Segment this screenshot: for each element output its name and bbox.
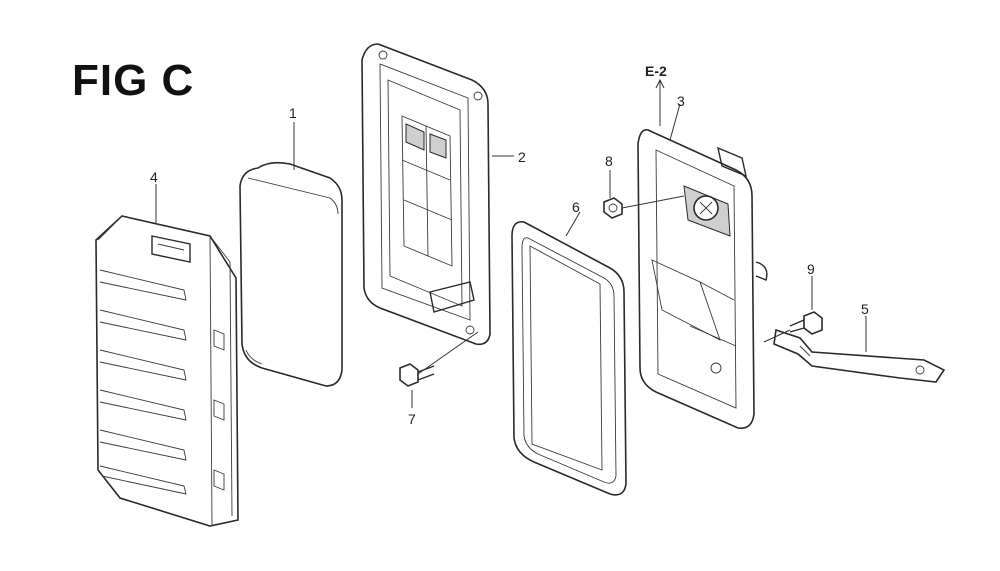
part-5-stay-bracket[interactable] <box>773 328 946 383</box>
callout-2: 2 <box>518 149 526 165</box>
callout-8: 8 <box>605 153 613 169</box>
leader-3 <box>669 103 681 141</box>
part-3-air-cleaner-base[interactable] <box>637 128 768 430</box>
reference-e2: E-2 <box>645 63 667 79</box>
callout-6: 6 <box>572 199 580 215</box>
leader-9-axis <box>763 329 791 343</box>
part-6-gasket[interactable] <box>511 220 627 496</box>
callout-7: 7 <box>408 411 416 427</box>
part-9-bolt[interactable] <box>789 311 823 335</box>
callout-9: 9 <box>807 261 815 277</box>
leader-7-axis <box>417 331 479 375</box>
leader-lines <box>155 78 867 408</box>
part-1-filter-element[interactable] <box>239 161 343 387</box>
leader-e2-arrow <box>655 78 665 89</box>
callout-5: 5 <box>861 301 869 317</box>
callout-labels: 1 2 3 4 5 6 7 8 9 E-2 <box>150 63 869 427</box>
part-7-bolt[interactable] <box>399 363 435 387</box>
leader-6 <box>565 211 581 237</box>
callout-1: 1 <box>289 105 297 121</box>
callout-3: 3 <box>677 93 685 109</box>
callout-4: 4 <box>150 169 158 185</box>
figure-title: FIG C <box>72 56 195 105</box>
part-2-air-cleaner-case[interactable] <box>361 43 491 346</box>
part-8-nut[interactable] <box>603 197 623 219</box>
part-4-air-cleaner-cover[interactable] <box>95 215 239 527</box>
leader-8-axis <box>621 195 685 209</box>
